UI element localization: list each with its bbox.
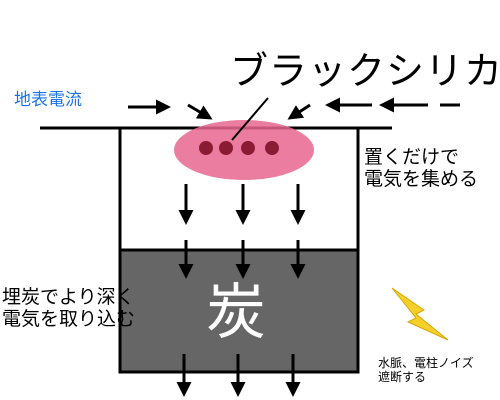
diagram-title: ブラックシリカ bbox=[230, 49, 500, 93]
black-silica-stones bbox=[199, 141, 279, 155]
down-arrows-upper bbox=[178, 184, 306, 225]
noise-caption-line2: 遮断する bbox=[378, 370, 427, 385]
noise-caption-line1: 水脈、電柱ノイズ bbox=[378, 356, 474, 370]
charcoal-label: 炭 bbox=[206, 278, 266, 348]
burial-caption-line1: 埋炭でより深く bbox=[2, 286, 135, 308]
collect-electricity-caption: 置くだけで 電気を集める bbox=[364, 146, 478, 191]
surface-current-arrows-right bbox=[287, 97, 460, 120]
collect-caption-line1: 置くだけで bbox=[364, 146, 460, 168]
surface-current-label: 地表電流 bbox=[14, 90, 82, 110]
collect-caption-line2: 電気を集める bbox=[364, 168, 479, 191]
title-pointer-line bbox=[231, 97, 269, 141]
burial-caption: 埋炭でより深く 電気を取り込む bbox=[2, 286, 135, 331]
noise-block-caption: 水脈、電柱ノイズ 遮断する bbox=[378, 356, 474, 385]
surface-current-arrows-left bbox=[128, 99, 213, 120]
down-arrows-lower bbox=[176, 354, 301, 397]
burial-caption-line2: 電気を取り込む bbox=[2, 308, 136, 331]
lightning-bolt-icon bbox=[391, 287, 449, 341]
down-arrows-middle bbox=[178, 240, 306, 279]
